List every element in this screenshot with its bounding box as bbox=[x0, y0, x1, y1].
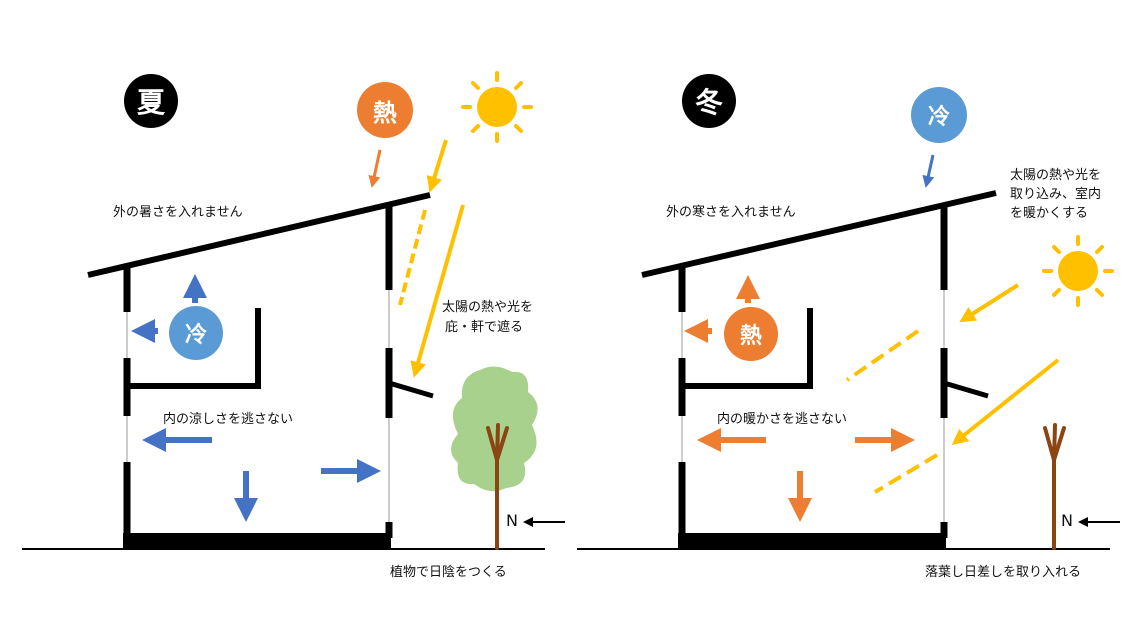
summer-season-badge: 夏 bbox=[124, 74, 178, 128]
winter-heat-badge: 熱 bbox=[724, 307, 778, 361]
summer-roof bbox=[87, 192, 431, 278]
winter-sun-label-line2: 取り込み、室内 bbox=[1010, 187, 1102, 202]
winter-season-text: 冬 bbox=[694, 86, 723, 119]
summer-season-badge-bg bbox=[124, 74, 178, 128]
winter-heat-badge-bg bbox=[724, 307, 778, 361]
winter-inside-label: 内の暖かさを逃さない bbox=[717, 412, 848, 427]
summer-sun-icon bbox=[461, 71, 533, 143]
winter-ground-label: 落葉し日差しを取り入れる bbox=[925, 565, 1082, 580]
summer-panel bbox=[22, 71, 565, 550]
summer-cool-badge-text: 冷 bbox=[184, 323, 207, 348]
winter-cold-arrow bbox=[922, 154, 935, 188]
winter-north-label: N bbox=[1061, 511, 1073, 530]
summer-north-label: N bbox=[506, 511, 518, 530]
winter-heat-badge-text: 熱 bbox=[739, 324, 762, 349]
summer-heat-arrow bbox=[368, 149, 382, 188]
winter-roof-label: 外の寒さを入れません bbox=[666, 205, 796, 220]
winter-panel bbox=[577, 74, 1120, 550]
summer-cool-badge-bg bbox=[169, 306, 223, 360]
winter-tree-trunk bbox=[1043, 423, 1066, 550]
summer-sun-label-line2: 庇・軒で遮る bbox=[445, 320, 524, 335]
summer-sun-ray-long bbox=[410, 204, 465, 378]
summer-tree-foliage bbox=[451, 366, 538, 492]
winter-roof bbox=[641, 190, 997, 278]
summer-season-text: 夏 bbox=[136, 86, 165, 119]
winter-cold-badge-bg bbox=[911, 87, 967, 143]
winter-sun-label-line3: を暖かくする bbox=[1010, 206, 1089, 221]
summer-eave bbox=[388, 380, 434, 399]
winter-sun-ray-dashed-lower bbox=[873, 453, 939, 494]
winter-cold-badge-text: 冷 bbox=[927, 105, 950, 130]
winter-season-badge: 冬 bbox=[682, 74, 736, 128]
winter-eave bbox=[943, 380, 989, 399]
winter-sun-ray-upper bbox=[959, 283, 1020, 323]
summer-sun-label-line1: 太陽の熱や光を bbox=[442, 300, 534, 315]
summer-floor-slab bbox=[123, 533, 391, 550]
winter-season-badge-bg bbox=[682, 74, 736, 128]
summer-sun-ray-short bbox=[426, 139, 448, 193]
summer-heat-badge: 熱 bbox=[357, 82, 413, 138]
summer-inside-label: 内の涼しさを逃さない bbox=[163, 412, 294, 427]
winter-cold-badge: 冷 bbox=[911, 87, 967, 143]
winter-sun-ray-lower bbox=[951, 358, 1060, 445]
summer-ground-label: 植物で日陰をつくる bbox=[390, 565, 507, 580]
summer-heat-badge-bg bbox=[357, 82, 413, 138]
summer-roof-label: 外の暑さを入れません bbox=[113, 205, 243, 220]
winter-floor-slab bbox=[678, 533, 946, 550]
summer-sun-ray-dashed bbox=[398, 209, 427, 306]
winter-sun-icon bbox=[1042, 235, 1114, 307]
summer-cool-badge: 冷 bbox=[169, 306, 223, 360]
summer-heat-badge-text: 熱 bbox=[373, 98, 397, 127]
winter-sun-ray-dashed-upper bbox=[845, 329, 920, 382]
summer-tree-trunk bbox=[486, 423, 509, 550]
winter-sun-label-line1: 太陽の熱や光を bbox=[1010, 168, 1102, 183]
